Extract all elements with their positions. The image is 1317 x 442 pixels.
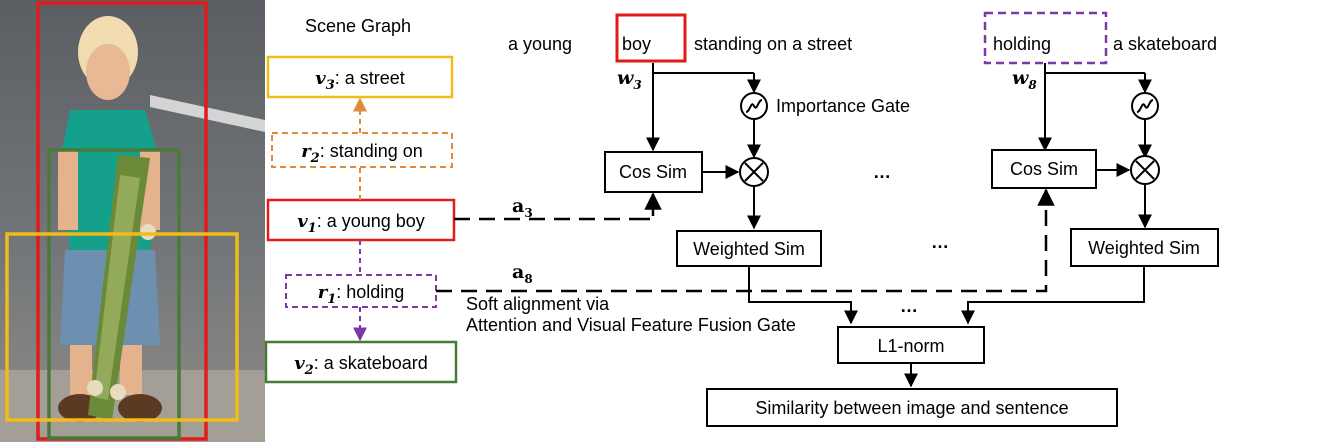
alignment-a8-label: a8 <box>512 261 533 286</box>
weighted-sim-label-2: Weighted Sim <box>1088 238 1200 258</box>
sentence-middle: standing on a street <box>694 34 852 54</box>
edge-node-r1-label: r1: holding <box>318 282 405 307</box>
soft-alignment-caption-1: Soft alignment via <box>466 294 610 314</box>
node-v3 <box>266 55 454 99</box>
cos-sim-label-2: Cos Sim <box>1010 159 1078 179</box>
l1-norm-label: L1-norm <box>877 336 944 356</box>
similarity-output-block <box>706 388 1118 427</box>
weighted-sim-block-2 <box>1070 228 1219 267</box>
boy-word-highlight <box>615 13 687 63</box>
sentence-after: a skateboard <box>1113 34 1217 54</box>
ellipsis-3: … <box>900 296 918 316</box>
weighted-sim-block-1 <box>676 230 822 267</box>
ellipsis-2: … <box>931 232 949 252</box>
node-v2 <box>264 340 458 384</box>
similarity-output-label: Similarity between image and sentence <box>755 398 1068 418</box>
cos-sim-label-1: Cos Sim <box>619 162 687 182</box>
scene-graph-title: Scene Graph <box>305 16 411 36</box>
ws2-to-l1-line <box>961 266 1145 325</box>
node-v1 <box>266 198 456 242</box>
importance-gate-label: Importance Gate <box>776 96 910 116</box>
holding-word-highlight <box>983 11 1108 65</box>
street-box <box>5 232 239 422</box>
cos-sim-block-2 <box>991 149 1097 189</box>
edge-node-r2-label: r2: standing on <box>301 141 423 166</box>
cos-sim-block-1 <box>604 151 703 193</box>
skateboard-box <box>47 148 181 440</box>
sentence: a young boy standing on a street holding… <box>508 34 1217 54</box>
alignment-a3-up <box>640 192 662 221</box>
boy-photo <box>0 0 265 442</box>
node-v3-label: v3: a street <box>315 68 405 93</box>
w3-split-line <box>652 63 754 74</box>
sentence-word-holding: holding <box>993 34 1051 54</box>
ws1-to-l1-line <box>748 266 858 325</box>
soft-alignment-caption-2: Attention and Visual Feature Fusion Gate <box>466 315 796 335</box>
w8-split-line <box>1044 63 1145 74</box>
alignment-a8-line <box>436 188 1055 293</box>
weight-w3: w3 <box>617 67 642 92</box>
l1-norm-block <box>837 326 985 364</box>
node-v1-label: v1: a young boy <box>297 211 425 236</box>
weighted-sim-label-1: Weighted Sim <box>693 239 805 259</box>
alignment-a3-label: a3 <box>512 195 533 220</box>
sentence-before: a young <box>508 34 572 54</box>
node-v2-label: v2: a skateboard <box>294 353 428 378</box>
weight-w8: w8 <box>1012 67 1037 92</box>
edge-node-r2 <box>271 132 453 168</box>
sentence-word-boy: boy <box>622 34 651 54</box>
ellipsis-1: … <box>873 162 891 182</box>
